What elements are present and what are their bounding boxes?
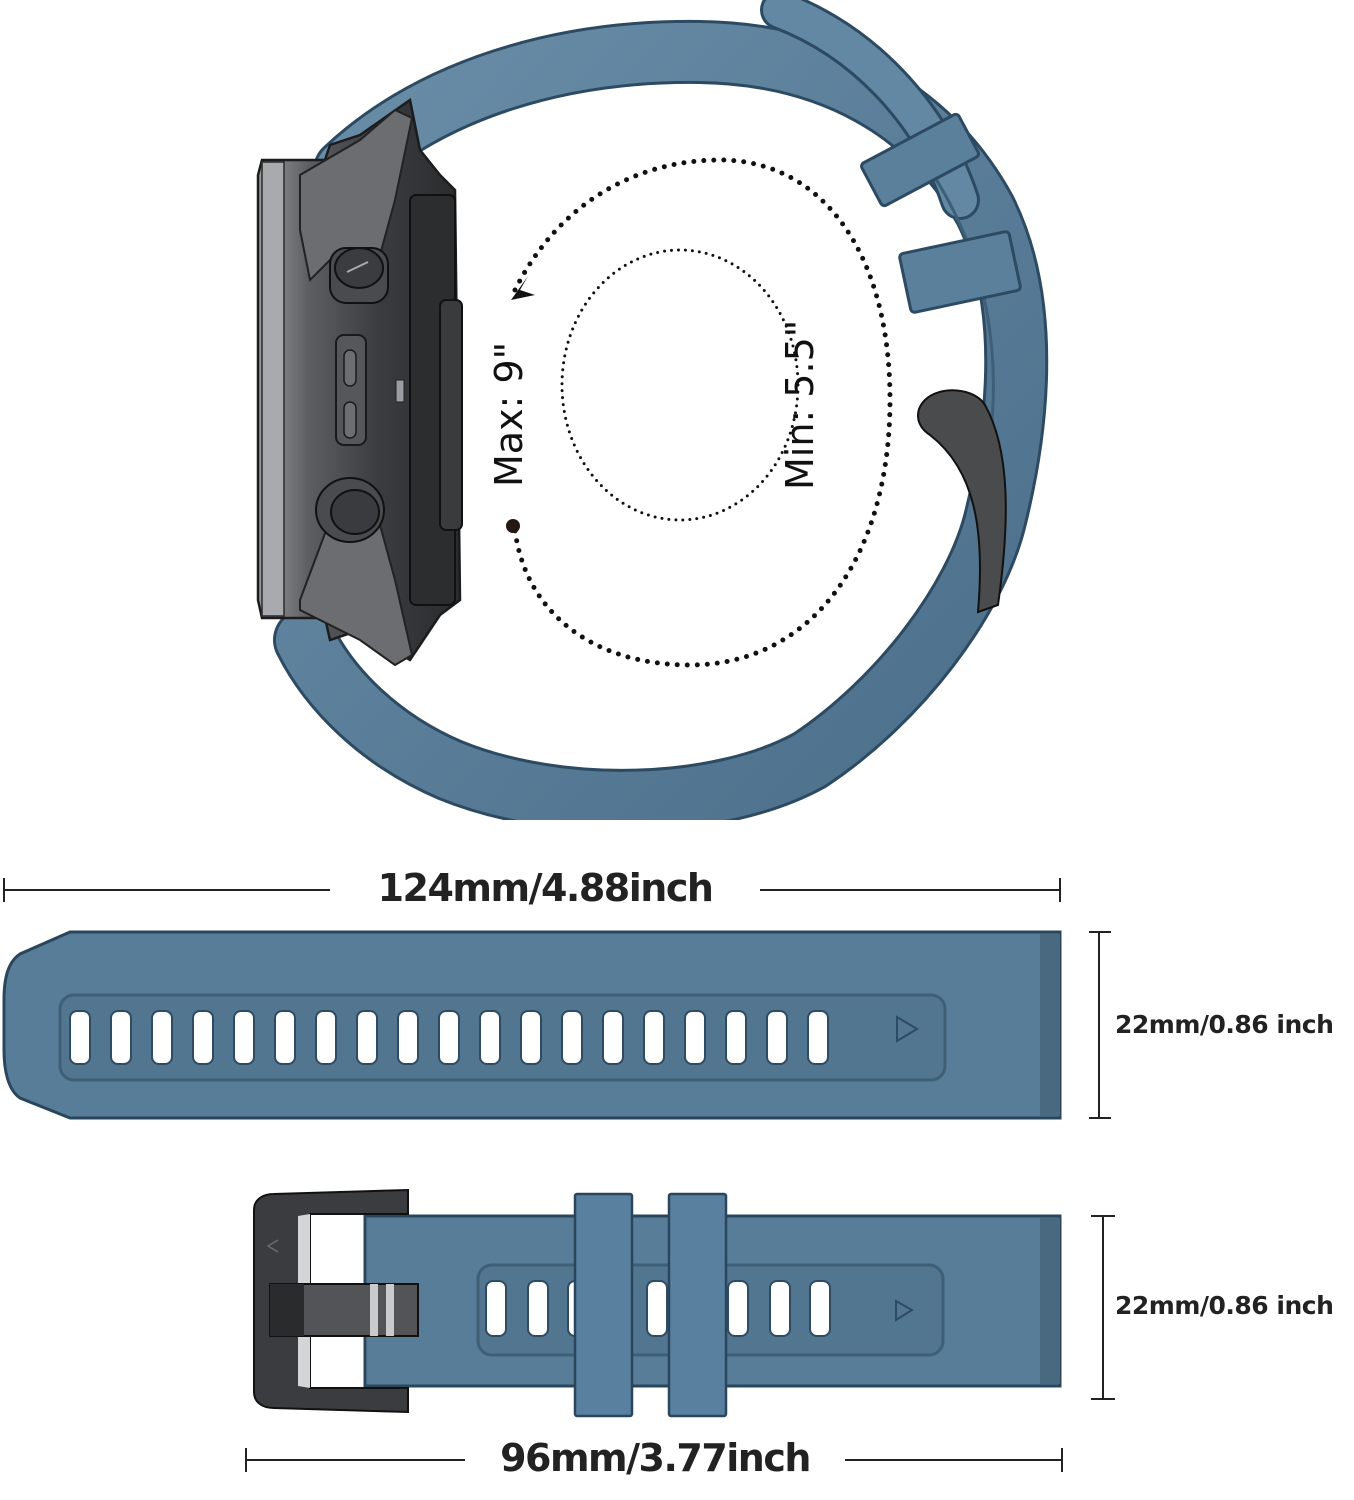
long-strap-dimension: 124mm/4.88inch — [0, 860, 1354, 1140]
watch-side-icon — [256, 97, 463, 667]
strap-keepers — [860, 112, 1022, 314]
strap-holes — [69, 1010, 829, 1065]
start-dot-icon — [506, 519, 520, 533]
min-wrist-label: Min: 5.5" — [778, 319, 822, 490]
triangle-right-icon — [895, 1299, 914, 1322]
long-strap-width-label: 22mm/0.86 inch — [1115, 1010, 1334, 1039]
width-dimension-line — [1089, 931, 1111, 1119]
strap-keepers — [573, 1192, 728, 1418]
strap-holes — [485, 1280, 831, 1337]
long-strap-length-label: 124mm/4.88inch — [330, 866, 760, 910]
buckle-tongue — [917, 389, 1007, 614]
buckle-strap-illustration — [253, 1188, 1062, 1418]
max-wrist-label: Max: 9" — [487, 341, 531, 487]
buckle-icon — [253, 1188, 419, 1414]
dotted-arrow-max-icon — [511, 157, 893, 668]
buckle-strap-length-label: 96mm/3.77inch — [465, 1436, 845, 1480]
wrist-size-diagram: Max: 9" Min: 5.5" — [256, 0, 1049, 820]
top-button-icon — [329, 247, 389, 304]
buckle-strap-dimension: 22mm/0.86 inch 96mm/3.77inch — [0, 1180, 1354, 1500]
dotted-circle-min-icon — [560, 248, 800, 522]
buckle-strap-width-label: 22mm/0.86 inch — [1115, 1291, 1334, 1320]
long-strap-illustration — [2, 930, 1062, 1120]
triangle-right-icon — [896, 1015, 919, 1043]
width-dimension-line — [1091, 1215, 1115, 1400]
watch-with-strap-illustration — [256, 0, 1049, 820]
bottom-button-icon — [315, 477, 385, 543]
